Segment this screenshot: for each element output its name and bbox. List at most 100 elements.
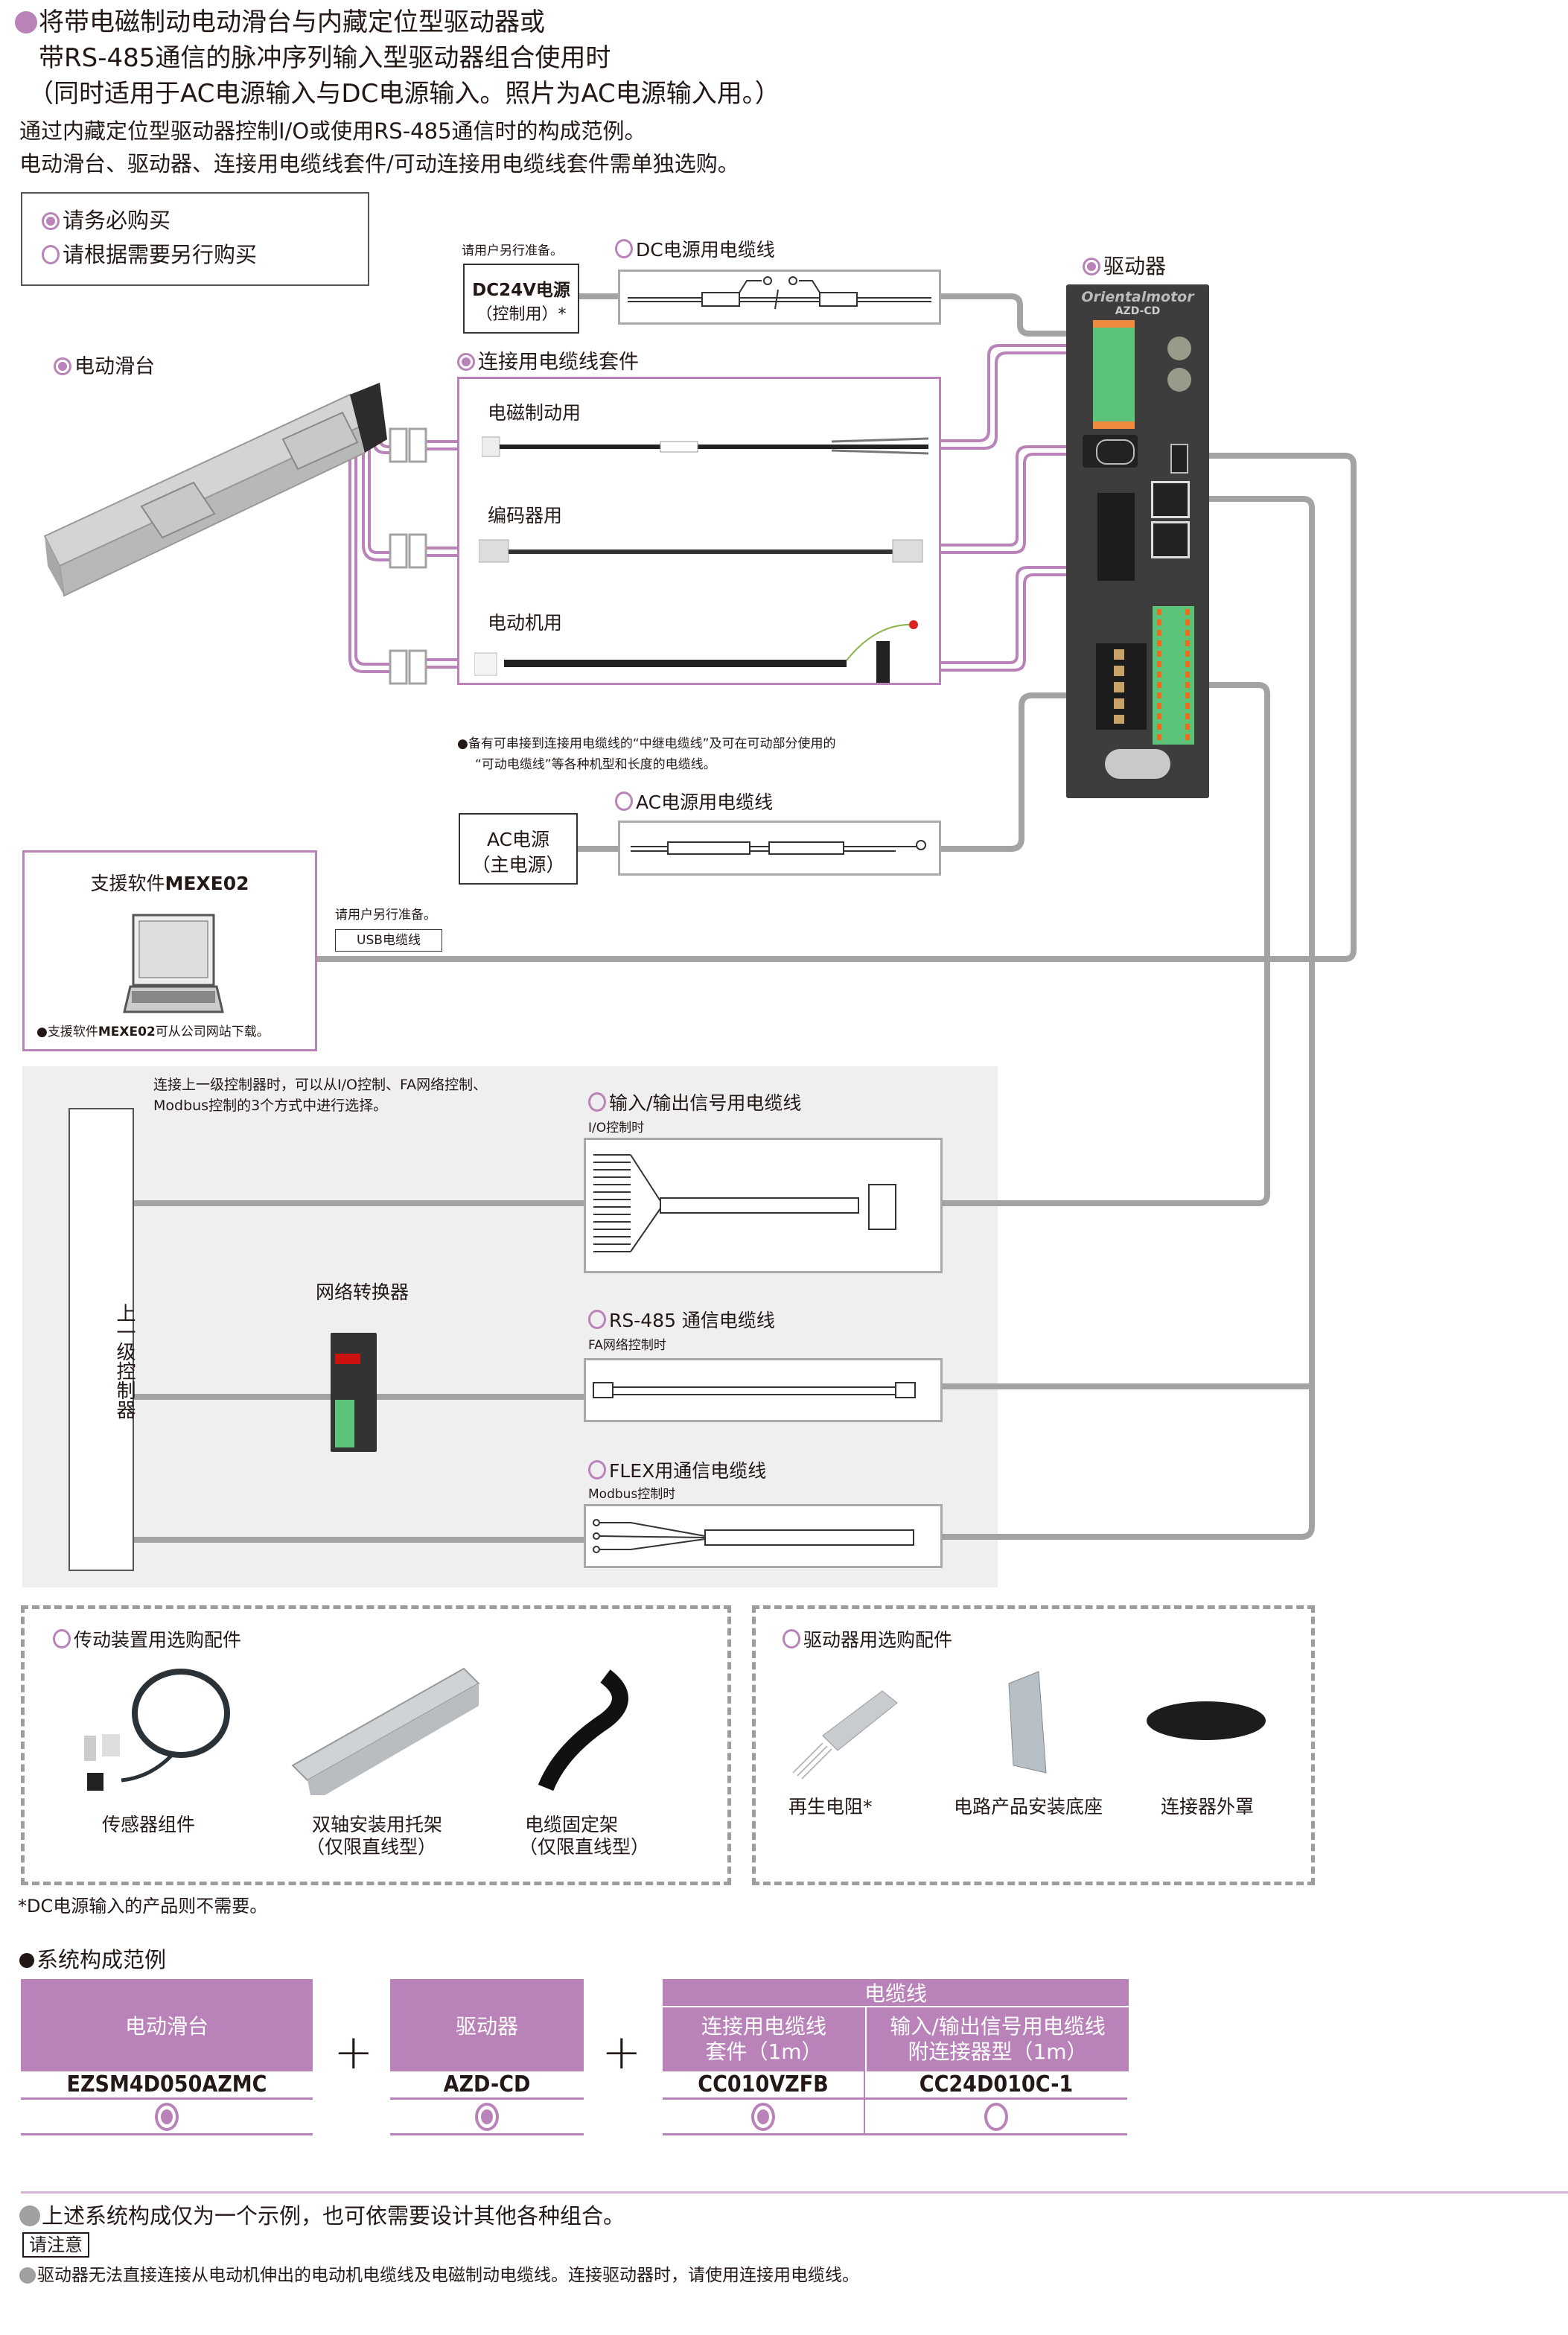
software-title: 支援软件MEXE02 <box>90 873 249 894</box>
config-cables: 电缆线 连接用电缆线 套件（1m） 输入/输出信号用电缆线 附连接器型（1m） … <box>663 1979 1129 2135</box>
required-marker-icon <box>155 2102 179 2131</box>
title-line-1: 将带电磁制动电动滑台与内藏定位型驱动器或 <box>15 4 545 40</box>
connector-encoder-a <box>389 533 408 569</box>
optional-marker-icon <box>42 245 60 264</box>
regen-resistor-label: 再生电阻* <box>788 1796 873 1818</box>
config-driver-mark <box>390 2100 584 2135</box>
accessories-footnote: *DC电源输入的产品则不需要。 <box>18 1896 268 1917</box>
legend-optional: 请根据需要另行购买 <box>42 238 257 271</box>
cn4-power-port <box>1096 643 1147 730</box>
dual-axis-bracket-photo <box>291 1667 480 1795</box>
required-marker-icon <box>54 357 71 375</box>
line-flex-to-driver <box>937 1383 1315 1540</box>
ac-supply-label-1: AC电源 <box>486 829 550 850</box>
dc-supply-label-1: DC24V电源 <box>472 281 570 300</box>
connector-brake-b <box>408 427 427 463</box>
flex-cable-image <box>584 1504 943 1568</box>
config-cable-kit-header: 连接用电缆线 套件（1m） <box>663 2007 865 2071</box>
rs485-cable-title: RS-485 通信电缆线 <box>588 1306 775 1333</box>
grey-bullet-icon <box>19 2267 36 2284</box>
optional-marker-icon <box>588 1460 606 1479</box>
connector-brake-a <box>389 427 408 463</box>
optional-marker-icon <box>615 791 633 811</box>
description-line-2: 电动滑台、驱动器、连接用电缆线套件/可动连接用电缆线套件需单独选购。 <box>19 151 739 176</box>
driver-accessories-box: 驱动器用选购配件 再生电阻* 电路产品安装底座 连接器外罩 <box>752 1605 1315 1885</box>
line-usb <box>313 453 1357 962</box>
dual-axis-bracket-label-1: 双轴安装用托架 <box>312 1814 443 1835</box>
usb-cable-label: USB电缆线 <box>335 929 442 952</box>
cn5-io-terminal <box>1153 606 1194 745</box>
rs485-cable-mode: FA网络控制时 <box>588 1338 666 1353</box>
footer-divider <box>21 2191 1568 2194</box>
usb-port <box>1170 444 1188 474</box>
rj45-port-1 <box>1151 481 1190 518</box>
connector-cover-label: 连接器外罩 <box>1161 1796 1255 1818</box>
config-io-cable-mark <box>865 2100 1127 2135</box>
sensor-kit-label: 传感器组件 <box>102 1814 196 1835</box>
required-marker-icon <box>1083 258 1100 275</box>
driver-photo: Orientalmotor AZD-CD <box>1066 284 1209 798</box>
optional-marker-icon <box>588 1310 606 1329</box>
upper-controller-box: 上一级控制器 <box>68 1108 136 1571</box>
mounting-plate-photo <box>1008 1671 1047 1774</box>
controller-intro-1: 连接上一级控制器时，可以从I/O控制、FA网络控制、 <box>153 1077 488 1093</box>
connector-motor-b <box>408 649 427 685</box>
rs485-cable-image <box>584 1358 943 1422</box>
cn2-encoder-port <box>1083 435 1138 468</box>
grey-bullet-icon <box>19 2205 40 2226</box>
config-slider-model: EZSM4D050AZMC <box>21 2071 313 2100</box>
line-ac-cable-to-driver <box>937 692 1114 852</box>
motor-cable-drawing <box>474 620 918 683</box>
dc-supply-box: DC24V电源 （控制用）* <box>463 264 579 334</box>
network-converter-photo <box>331 1333 377 1452</box>
sensor-kit-photo <box>84 1669 230 1791</box>
black-bullet-icon <box>19 1953 34 1968</box>
footer-note-1: 上述系统构成仅为一个示例，也可依需要设计其他各种组合。 <box>19 2199 625 2232</box>
purple-bullet-icon <box>15 11 37 34</box>
rj45-port-2 <box>1151 521 1190 558</box>
laptop-icon <box>123 914 224 1013</box>
required-marker-icon <box>42 212 60 230</box>
driver-accessories-title: 驱动器用选购配件 <box>783 1625 952 1652</box>
cable-kit-item-motor: 电动机用 <box>488 612 563 634</box>
regen-resistor-photo <box>792 1690 898 1780</box>
cable-kit-item-brake: 电磁制动用 <box>488 402 581 424</box>
io-cable-mode: I/O控制时 <box>588 1121 645 1135</box>
software-note: ●支援软件MEXE02可从公司网站下载。 <box>36 1025 270 1039</box>
actuator-accessories-box: 传动装置用选购配件 传感器组件 双轴安装用托架 （仅限直线型） 电缆固定架 （仅… <box>21 1605 731 1885</box>
legend-required: 请务必购买 <box>42 204 170 237</box>
ac-supply-label-2: （主电源） <box>471 854 565 876</box>
connector-motor-a <box>389 649 408 685</box>
io-cable-image <box>584 1138 943 1273</box>
optional-marker-icon <box>783 1629 800 1648</box>
cable-kit-note-2: “可动电缆线”等各种机型和长度的电缆线。 <box>475 757 716 772</box>
title-line-3: （同时适用于AC电源输入与DC电源输入。照片为AC电源输入用。） <box>28 79 780 109</box>
required-marker-icon <box>457 353 475 371</box>
plus-sign-2: + <box>602 2025 642 2080</box>
ac-cable-image <box>618 821 941 876</box>
required-marker-icon <box>475 2102 499 2131</box>
driver-model-label: AZD-CD <box>1115 305 1161 317</box>
line-dc-cable-to-driver <box>937 293 1114 337</box>
cn1-terminal <box>1093 320 1135 429</box>
cable-kit-item-encoder: 编码器用 <box>488 505 563 526</box>
config-io-cable-header: 输入/输出信号用电缆线 附连接器型（1m） <box>867 2007 1129 2071</box>
ac-cable-drawing <box>631 840 926 855</box>
dc-supply-note: 请用户另行准备。 <box>462 243 563 258</box>
actuator-accessories-title: 传动装置用选购配件 <box>53 1625 241 1652</box>
mounting-plate-label: 电路产品安装底座 <box>954 1796 1103 1818</box>
encoder-cable-drawing <box>479 539 923 563</box>
line-io-to-driver <box>937 682 1270 1206</box>
rotary-switch-id <box>1167 337 1191 360</box>
dual-axis-bracket-label-2: （仅限直线型） <box>306 1836 437 1858</box>
cable-holder-label-1: 电缆固定架 <box>525 1814 619 1835</box>
flex-cable-title: FLEX用通信电缆线 <box>588 1456 766 1483</box>
cable-kit-note-1: ●备有可串接到连接用电缆线的“中继电缆线”及可在可动部分使用的 <box>457 736 836 751</box>
slider-title: 电动滑台 <box>54 350 155 379</box>
driver-brand: Orientalmotor <box>1081 289 1194 305</box>
optional-marker-icon <box>53 1629 71 1648</box>
config-cable-kit-mark <box>663 2100 865 2135</box>
dc-cable-title: DC电源用电缆线 <box>615 235 775 262</box>
description-line-1: 通过内藏定位型驱动器控制I/O或使用RS-485通信时的构成范例。 <box>19 118 646 144</box>
config-driver-model: AZD-CD <box>390 2071 584 2100</box>
